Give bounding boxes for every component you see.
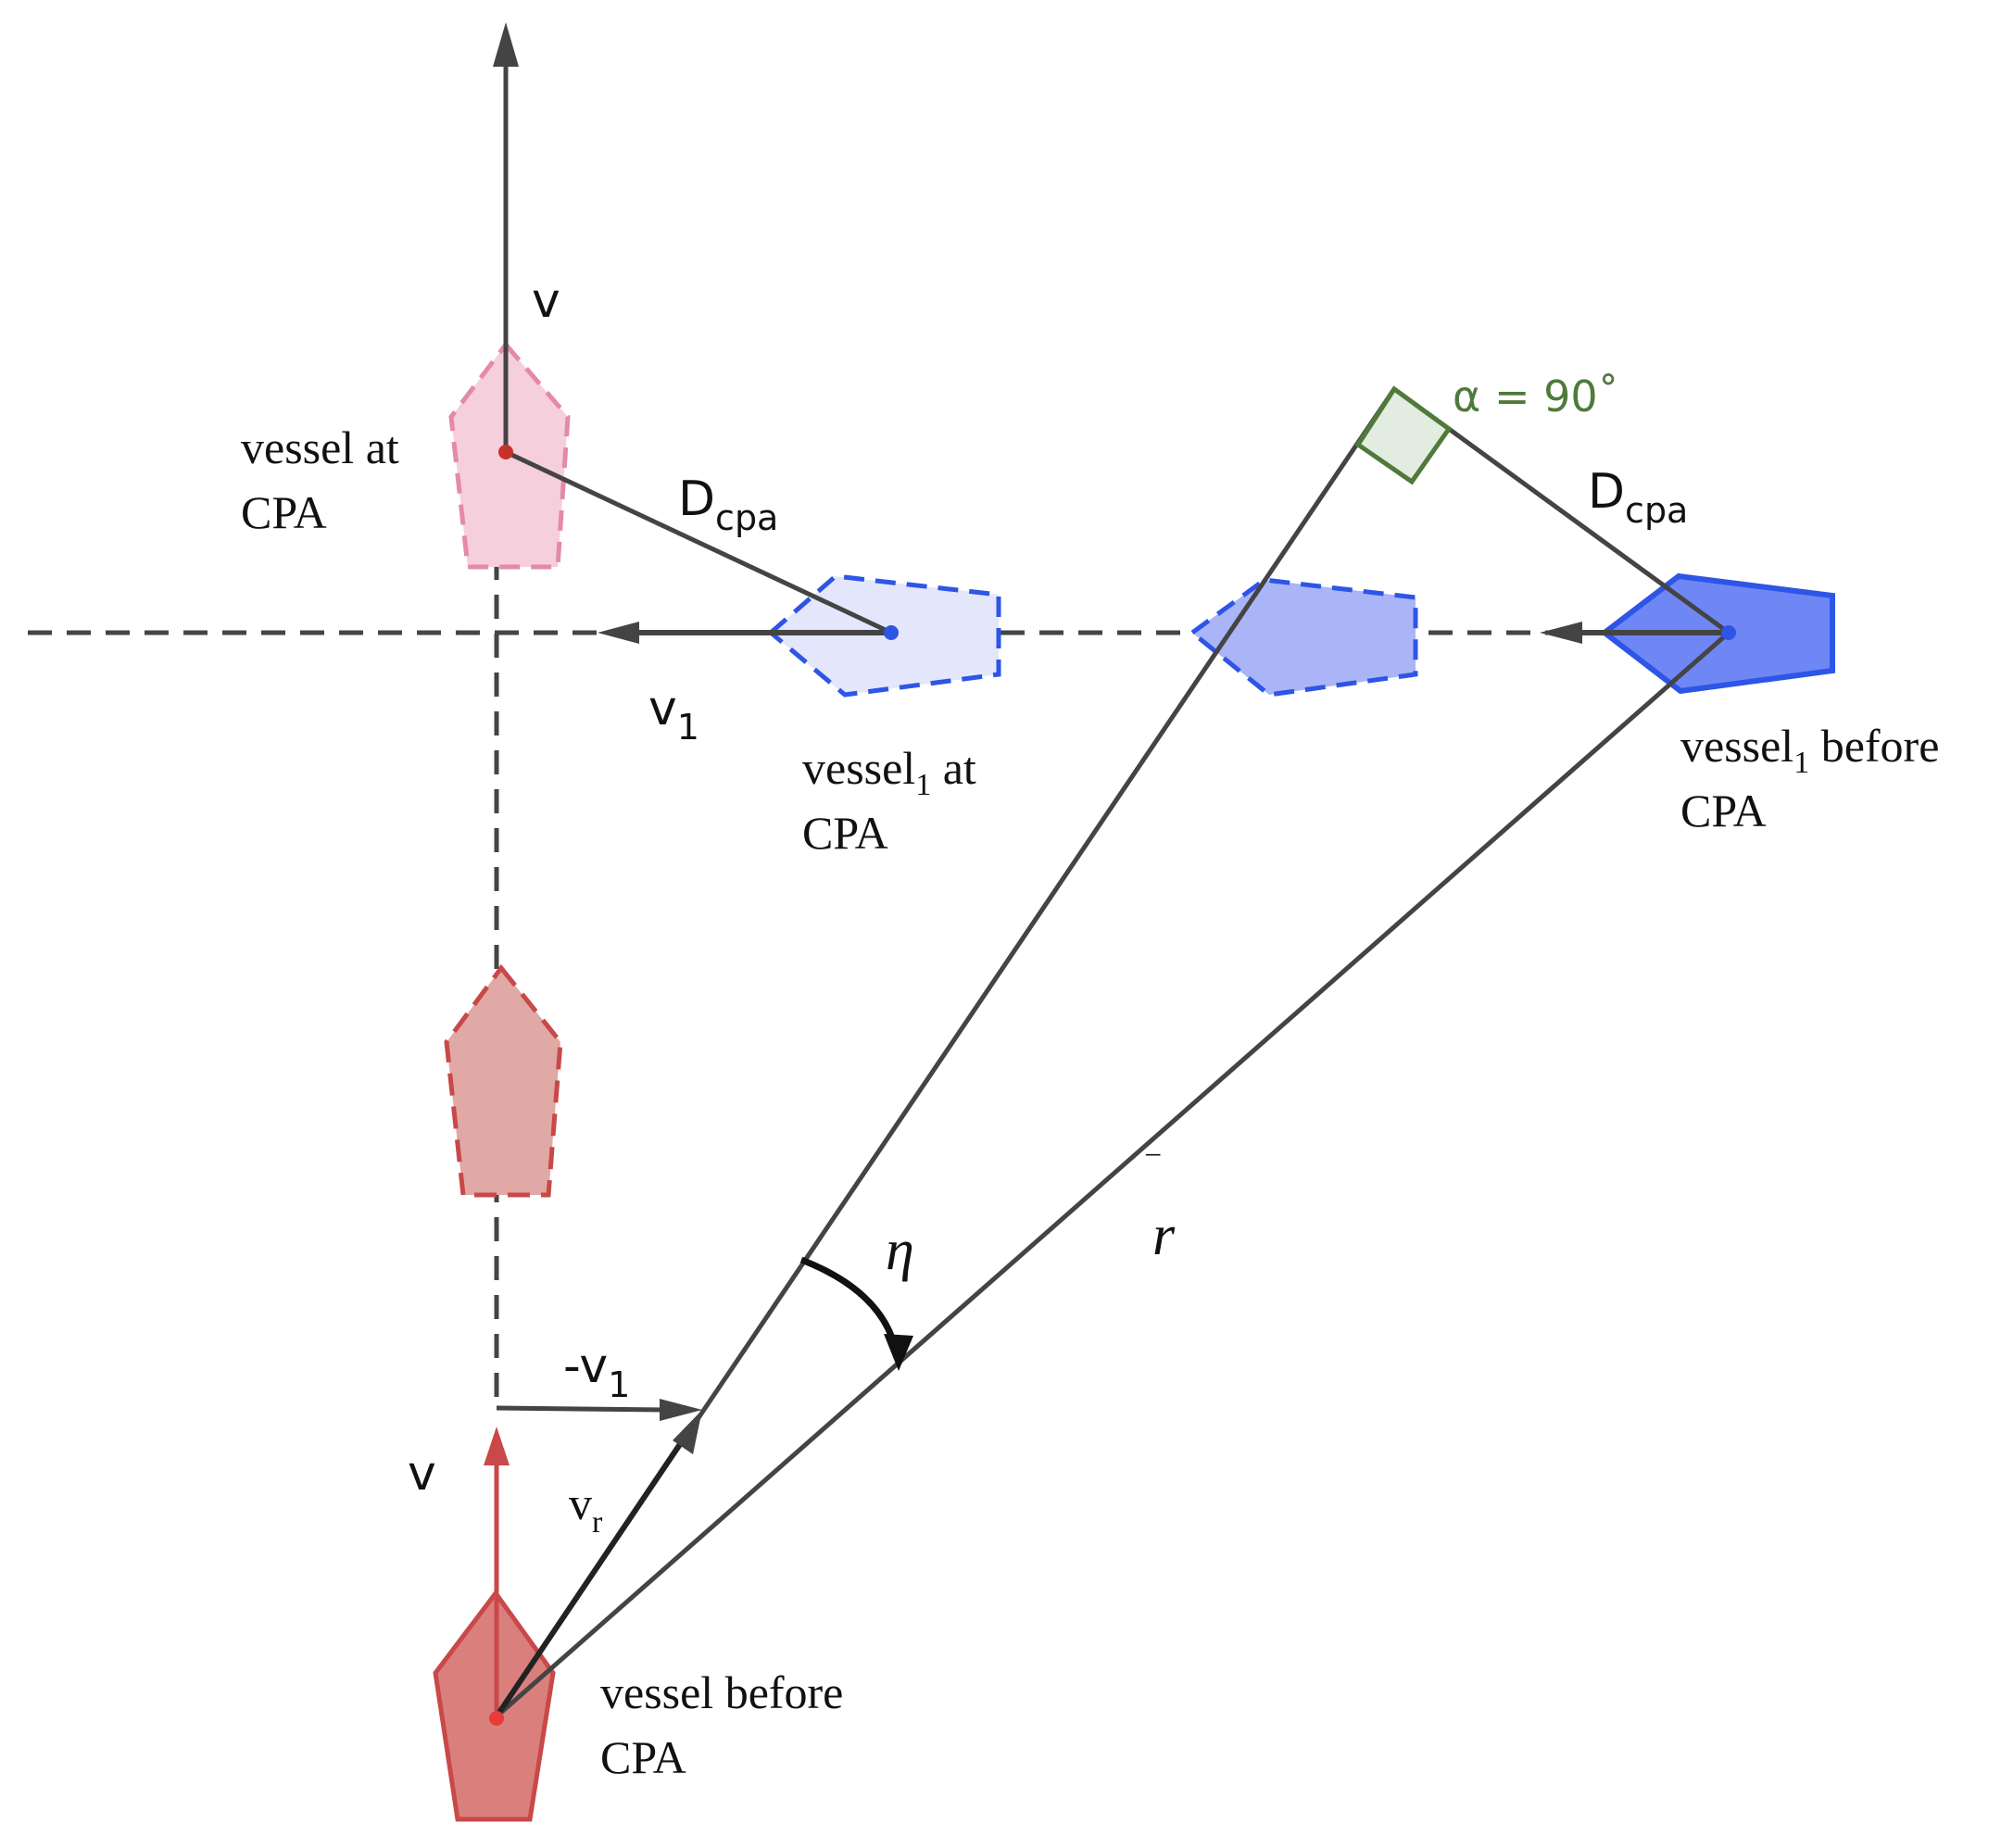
velocity-v1-right-arrowhead [1540,622,1582,644]
velocity-neg-v1-arrow [496,1405,668,1413]
vessel1-before-cpa-dot [1721,625,1736,640]
right-angle-marker [1354,385,1453,485]
vessel1-at-cpa-dot [884,625,899,640]
label-vessel1-at-cpa: vessel1 at CPA [802,742,988,859]
label-neg-v1: -v1 [563,1339,630,1405]
velocity-v-bottom-arrowhead [484,1427,510,1465]
label-r: r [1152,1204,1176,1267]
label-vessel1-before-cpa: vessel1 before CPA [1680,720,1951,836]
vessel-at-cpa-dot [498,445,513,459]
label-v-top: v [532,273,560,329]
label-alpha: α = 90˚ [1453,371,1619,421]
velocity-v-top-arrowhead [493,22,519,67]
angle-eta-arrowhead [884,1334,913,1371]
label-vessel-before-cpa: vessel before CPA [600,1666,855,1783]
label-vessel-at-cpa: vessel at CPA [241,421,410,538]
label-dcpa-right: Dcpa [1588,464,1688,531]
velocity-neg-v1-arrowhead [660,1399,702,1421]
label-dcpa-left: Dcpa [678,471,778,538]
label-v-bottom: v [408,1446,436,1502]
label-v1: v1 [648,681,699,748]
range-r-line [495,631,1730,1718]
vessel-intermediate-shape [444,963,563,1198]
velocity-v1-arrowhead [598,622,639,644]
dcpa-left-line [504,449,893,635]
angle-eta-arc [799,1256,900,1355]
label-vr: vr [569,1477,603,1540]
label-eta: η [886,1219,914,1282]
label-r-bar: ‾ [1145,1150,1161,1192]
velocity-vr-arrowhead [673,1410,702,1454]
vessel-before-cpa-dot [489,1711,504,1726]
velocity-vr-arrow [494,1434,688,1718]
